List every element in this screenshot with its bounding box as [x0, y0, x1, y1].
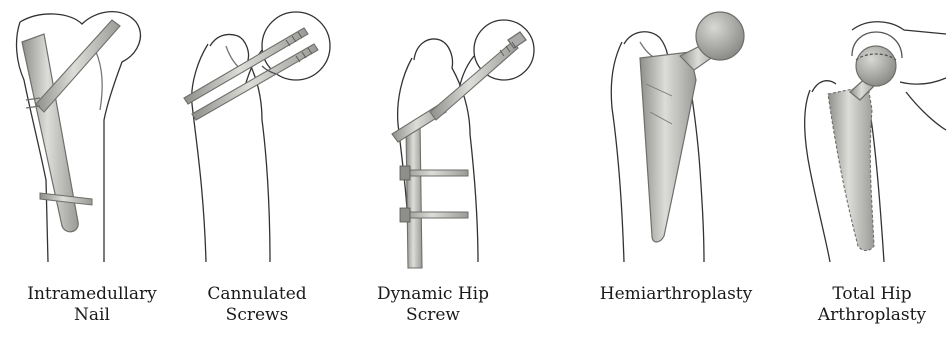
intramedullary-nail-illustration: [17, 12, 141, 262]
label-cannulated-screws: Cannulated Screws: [167, 284, 347, 326]
cannulated-screws-illustration: [184, 12, 330, 262]
pelvis-outline: [900, 78, 946, 84]
label-line: Screw: [343, 305, 523, 326]
prosthetic-femoral-head: [696, 12, 744, 60]
cortical-screw: [402, 170, 468, 176]
label-line: Screws: [167, 305, 347, 326]
label-intramedullary-nail: Intramedullary Nail: [2, 284, 182, 326]
prosthesis-stem: [640, 52, 696, 242]
femur-outline: [192, 44, 208, 262]
side-plate: [406, 122, 422, 268]
prosthetic-femoral-head: [856, 46, 896, 86]
femur-outline: [805, 90, 830, 262]
greater-trochanter: [812, 81, 836, 92]
label-dynamic-hip-screw: Dynamic Hip Screw: [343, 284, 523, 326]
pelvis-outline: [852, 22, 946, 34]
label-line: Arthroplasty: [782, 305, 947, 326]
hemiarthroplasty-illustration: [611, 12, 744, 262]
label-total-hip-arthroplasty: Total Hip Arthroplasty: [782, 284, 947, 326]
femur-outline: [262, 120, 270, 262]
bone-detail: [96, 52, 102, 110]
cortical-screw: [402, 212, 468, 218]
screw-head: [400, 166, 410, 180]
dynamic-hip-screw-illustration: [392, 20, 534, 268]
label-line: Intramedullary: [2, 284, 182, 305]
pelvis-outline: [906, 92, 946, 130]
screw-head: [400, 208, 410, 222]
label-line: Dynamic Hip: [343, 284, 523, 305]
label-line: Cannulated: [167, 284, 347, 305]
femur-outline: [690, 84, 704, 262]
femur-outline: [470, 134, 478, 262]
total-hip-arthroplasty-illustration: [805, 22, 946, 262]
label-hemiarthroplasty: Hemiarthroplasty: [586, 284, 766, 305]
label-line: Total Hip: [782, 284, 947, 305]
prosthesis-stem: [828, 86, 874, 251]
femur-outline: [611, 42, 624, 262]
label-line: Hemiarthroplasty: [586, 284, 766, 305]
label-line: Nail: [2, 305, 182, 326]
